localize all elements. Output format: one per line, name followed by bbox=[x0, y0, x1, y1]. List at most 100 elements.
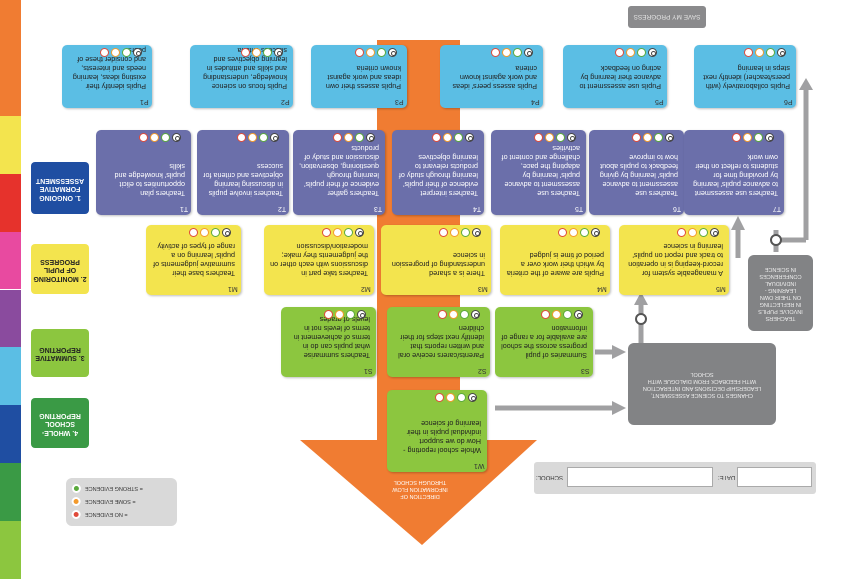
evidence-dot[interactable] bbox=[632, 133, 641, 142]
evidence-dot[interactable] bbox=[355, 133, 364, 142]
evidence-dot[interactable] bbox=[263, 48, 272, 57]
evidence-dot[interactable] bbox=[545, 133, 554, 142]
evidence-dot[interactable] bbox=[580, 228, 589, 237]
evidence-dot[interactable] bbox=[200, 228, 209, 237]
evidence-dot[interactable] bbox=[766, 48, 775, 57]
evidence-dot[interactable] bbox=[443, 133, 452, 142]
evidence-dot[interactable] bbox=[688, 228, 697, 237]
evidence-dot[interactable] bbox=[457, 393, 466, 402]
reset-icon[interactable] bbox=[777, 48, 786, 57]
evidence-dot[interactable] bbox=[743, 133, 752, 142]
evidence-dot[interactable] bbox=[626, 48, 635, 57]
evidence-dot[interactable] bbox=[569, 228, 578, 237]
save-progress-button[interactable]: SAVE MY PROGRESS bbox=[628, 6, 706, 28]
evidence-dot[interactable] bbox=[322, 228, 331, 237]
reset-icon[interactable] bbox=[465, 133, 474, 142]
evidence-selector[interactable] bbox=[677, 228, 719, 237]
card-t5[interactable]: Teachers use assessment to advance pupil… bbox=[491, 130, 586, 215]
evidence-dot[interactable] bbox=[552, 310, 561, 319]
evidence-dot[interactable] bbox=[556, 133, 565, 142]
evidence-dot[interactable] bbox=[732, 133, 741, 142]
evidence-dot[interactable] bbox=[502, 48, 511, 57]
evidence-dot[interactable] bbox=[435, 393, 444, 402]
evidence-dot[interactable] bbox=[534, 133, 543, 142]
evidence-selector[interactable] bbox=[432, 133, 474, 142]
evidence-dot[interactable] bbox=[615, 48, 624, 57]
reset-icon[interactable] bbox=[567, 133, 576, 142]
evidence-dot[interactable] bbox=[699, 228, 708, 237]
reset-icon[interactable] bbox=[270, 133, 279, 142]
evidence-dot[interactable] bbox=[344, 133, 353, 142]
evidence-dot[interactable] bbox=[461, 228, 470, 237]
reset-icon[interactable] bbox=[222, 228, 231, 237]
evidence-dot[interactable] bbox=[449, 310, 458, 319]
evidence-dot[interactable] bbox=[491, 48, 500, 57]
reset-icon[interactable] bbox=[133, 48, 142, 57]
evidence-dot[interactable] bbox=[450, 228, 459, 237]
card-t7[interactable]: Teachers use assessment to advance pupil… bbox=[684, 130, 784, 215]
evidence-dot[interactable] bbox=[643, 133, 652, 142]
reset-icon[interactable] bbox=[388, 48, 397, 57]
evidence-dot[interactable] bbox=[454, 133, 463, 142]
evidence-dot[interactable] bbox=[755, 48, 764, 57]
evidence-dot[interactable] bbox=[248, 133, 257, 142]
evidence-dot[interactable] bbox=[637, 48, 646, 57]
reset-icon[interactable] bbox=[591, 228, 600, 237]
reset-icon[interactable] bbox=[710, 228, 719, 237]
evidence-dot[interactable] bbox=[100, 48, 109, 57]
evidence-dot[interactable] bbox=[377, 48, 386, 57]
evidence-dot[interactable] bbox=[438, 310, 447, 319]
card-m3[interactable]: There is a shared understanding of progr… bbox=[381, 225, 491, 295]
evidence-dot[interactable] bbox=[654, 133, 663, 142]
evidence-selector[interactable] bbox=[541, 310, 583, 319]
evidence-dot[interactable] bbox=[344, 228, 353, 237]
evidence-selector[interactable] bbox=[139, 133, 181, 142]
card-m4[interactable]: Pupils are aware of the criteria by whic… bbox=[500, 225, 610, 295]
card-t2[interactable]: Teachers involve pupils in discussing le… bbox=[197, 130, 289, 215]
evidence-dot[interactable] bbox=[366, 48, 375, 57]
evidence-dot[interactable] bbox=[677, 228, 686, 237]
evidence-dot[interactable] bbox=[563, 310, 572, 319]
reset-icon[interactable] bbox=[468, 393, 477, 402]
evidence-dot[interactable] bbox=[541, 310, 550, 319]
evidence-dot[interactable] bbox=[211, 228, 220, 237]
reset-icon[interactable] bbox=[574, 310, 583, 319]
evidence-dot[interactable] bbox=[241, 48, 250, 57]
evidence-selector[interactable] bbox=[439, 228, 481, 237]
card-m2[interactable]: Teachers take part in discussions with e… bbox=[264, 225, 374, 295]
card-m5[interactable]: A manageable system for record-keeping i… bbox=[619, 225, 729, 295]
evidence-selector[interactable] bbox=[435, 393, 477, 402]
evidence-selector[interactable] bbox=[615, 48, 657, 57]
evidence-dot[interactable] bbox=[259, 133, 268, 142]
evidence-selector[interactable] bbox=[732, 133, 774, 142]
evidence-dot[interactable] bbox=[237, 133, 246, 142]
reset-icon[interactable] bbox=[357, 310, 366, 319]
evidence-selector[interactable] bbox=[333, 133, 375, 142]
evidence-selector[interactable] bbox=[632, 133, 674, 142]
evidence-selector[interactable] bbox=[322, 228, 364, 237]
card-t3[interactable]: Teachers gather evidence of their pupils… bbox=[293, 130, 385, 215]
evidence-dot[interactable] bbox=[744, 48, 753, 57]
evidence-selector[interactable] bbox=[189, 228, 231, 237]
evidence-dot[interactable] bbox=[122, 48, 131, 57]
evidence-dot[interactable] bbox=[150, 133, 159, 142]
evidence-selector[interactable] bbox=[534, 133, 576, 142]
reset-icon[interactable] bbox=[355, 228, 364, 237]
reset-icon[interactable] bbox=[765, 133, 774, 142]
card-t4[interactable]: Teachers interpret evidence of their pup… bbox=[392, 130, 484, 215]
school-input[interactable] bbox=[567, 467, 713, 487]
evidence-dot[interactable] bbox=[754, 133, 763, 142]
reset-icon[interactable] bbox=[172, 133, 181, 142]
evidence-selector[interactable] bbox=[100, 48, 142, 57]
evidence-dot[interactable] bbox=[252, 48, 261, 57]
evidence-selector[interactable] bbox=[241, 48, 283, 57]
evidence-dot[interactable] bbox=[558, 228, 567, 237]
card-w1[interactable]: Whole school reporting - How do we suppo… bbox=[387, 390, 487, 472]
evidence-dot[interactable] bbox=[324, 310, 333, 319]
evidence-selector[interactable] bbox=[438, 310, 480, 319]
evidence-dot[interactable] bbox=[335, 310, 344, 319]
date-input[interactable] bbox=[737, 467, 812, 487]
evidence-dot[interactable] bbox=[111, 48, 120, 57]
reset-icon[interactable] bbox=[472, 228, 481, 237]
evidence-dot[interactable] bbox=[189, 228, 198, 237]
